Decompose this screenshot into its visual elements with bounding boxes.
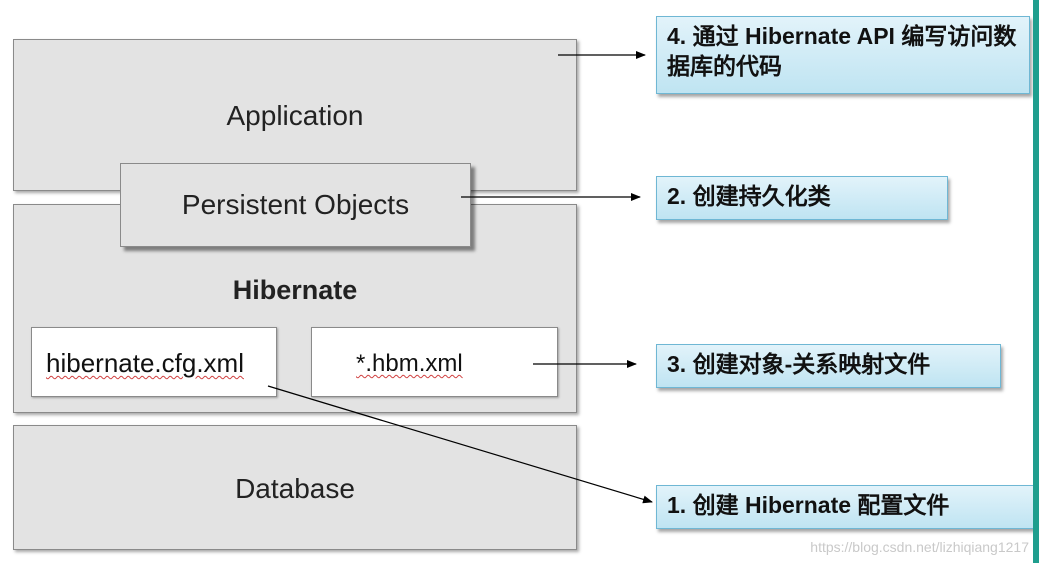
callout-step3: 3. 创建对象-关系映射文件 <box>656 344 1001 388</box>
persistent-objects-box: Persistent Objects <box>120 163 471 247</box>
cfg-file-box: hibernate.cfg.xml <box>31 327 277 397</box>
hbm-file-label: *.hbm.xml <box>356 350 463 377</box>
application-label: Application <box>226 100 364 131</box>
persistent-objects-label: Persistent Objects <box>181 189 410 220</box>
right-edge-accent <box>1033 0 1039 563</box>
callout-step4: 4. 通过 Hibernate API 编写访问数据库的代码 <box>656 16 1030 94</box>
cfg-file-label: hibernate.cfg.xml <box>46 348 244 378</box>
database-label: Database <box>235 473 355 504</box>
callout-step1: 1. 创建 Hibernate 配置文件 <box>656 485 1034 529</box>
hibernate-label: Hibernate <box>232 275 358 305</box>
watermark: https://blog.csdn.net/lizhiqiang1217 <box>810 539 1029 555</box>
hbm-file-box: *.hbm.xml <box>311 327 558 397</box>
arrow-cfg-to-step1 <box>267 385 653 504</box>
callout-step2: 2. 创建持久化类 <box>656 176 948 220</box>
database-layer: Database <box>13 425 577 550</box>
